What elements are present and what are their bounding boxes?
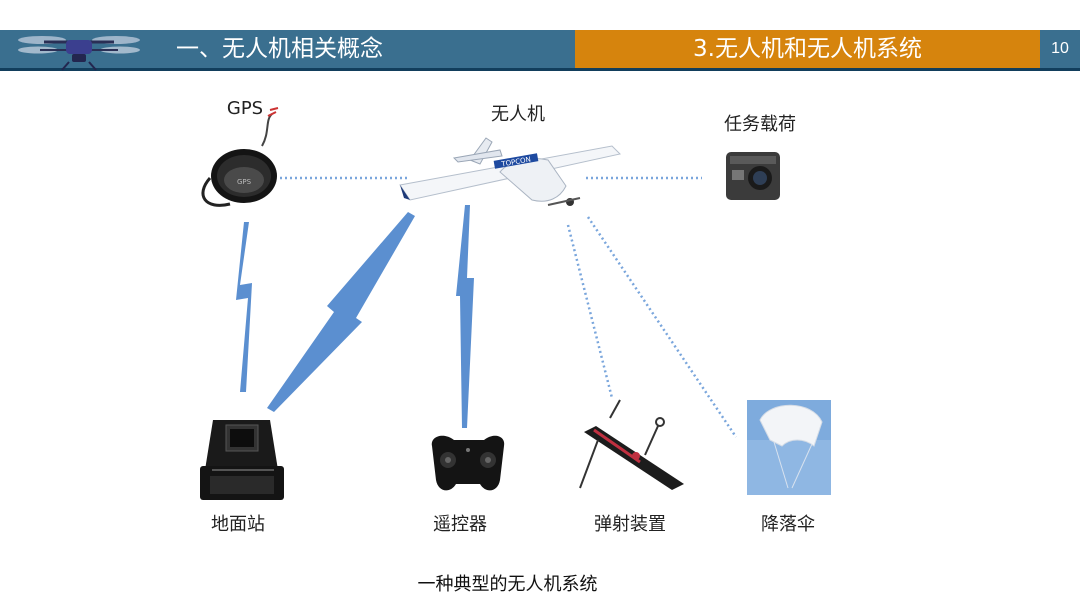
radio-link-uav-ground <box>267 212 415 412</box>
remote-controller-icon <box>432 436 504 491</box>
parachute-icon <box>747 400 831 495</box>
label-gps: GPS <box>225 98 265 119</box>
svg-text:GPS: GPS <box>237 178 252 186</box>
gps-module-icon: GPS <box>203 108 278 205</box>
label-payload: 任务载荷 <box>710 110 810 136</box>
label-parachute: 降落伞 <box>746 510 830 536</box>
uav-aircraft-icon: TOPCON <box>400 138 620 206</box>
payload-camera-icon <box>726 152 780 200</box>
label-remote-controller: 遥控器 <box>420 510 500 536</box>
label-uav: 无人机 <box>478 100 558 126</box>
ground-station-icon <box>200 420 284 500</box>
link-uav-launcher <box>568 225 612 398</box>
label-launcher: 弹射装置 <box>580 510 680 536</box>
launcher-icon <box>580 400 684 490</box>
diagram-caption: 一种典型的无人机系统 <box>380 570 635 596</box>
label-ground-station: 地面站 <box>198 510 278 536</box>
radio-links <box>236 205 474 428</box>
link-uav-parachute <box>588 217 736 437</box>
radio-link-uav-remote <box>456 205 474 428</box>
radio-link-gps-ground <box>236 222 252 392</box>
